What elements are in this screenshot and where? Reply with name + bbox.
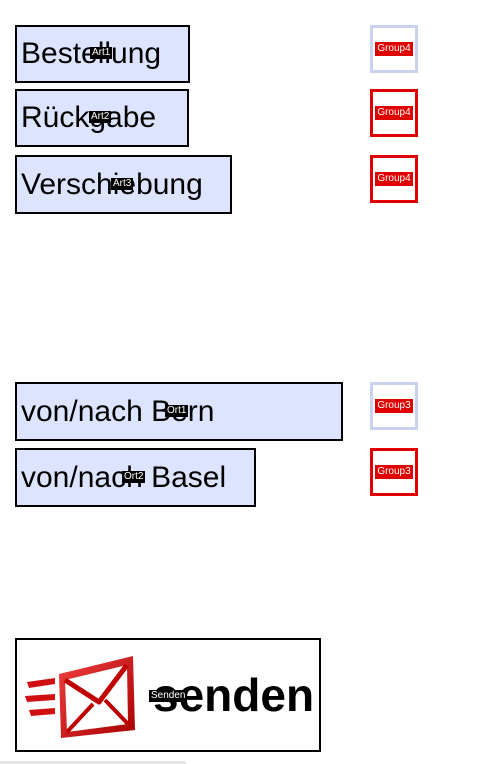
- group-label: Group4: [375, 106, 413, 120]
- mail-send-icon: [25, 656, 135, 738]
- send-button[interactable]: senden Senden: [15, 638, 321, 752]
- group3-checkbox-2[interactable]: Group3: [370, 448, 418, 496]
- senden-tag: Senden: [149, 690, 188, 702]
- art-field-label: Rückgabe: [21, 103, 156, 133]
- group-label: Group3: [375, 465, 413, 479]
- divider: [0, 761, 186, 764]
- group4-checkbox-3[interactable]: Group4: [370, 155, 418, 203]
- group3-checkbox-1[interactable]: ✓ Group3: [370, 382, 418, 430]
- group-label: Group4: [375, 42, 413, 56]
- ort1-tag: Ort1: [165, 405, 189, 417]
- group-label: Group3: [375, 399, 413, 413]
- ort2-tag: Ort2: [122, 471, 146, 483]
- art1-tag: Art1: [90, 47, 113, 59]
- art3-tag: Art3: [111, 178, 134, 190]
- art-field-bestellung[interactable]: Bestellung: [15, 25, 190, 83]
- art2-tag: Art2: [89, 111, 112, 123]
- group-label: Group4: [375, 172, 413, 186]
- group4-checkbox-2[interactable]: Group4: [370, 89, 418, 137]
- group4-checkbox-1[interactable]: ✓ Group4: [370, 25, 418, 73]
